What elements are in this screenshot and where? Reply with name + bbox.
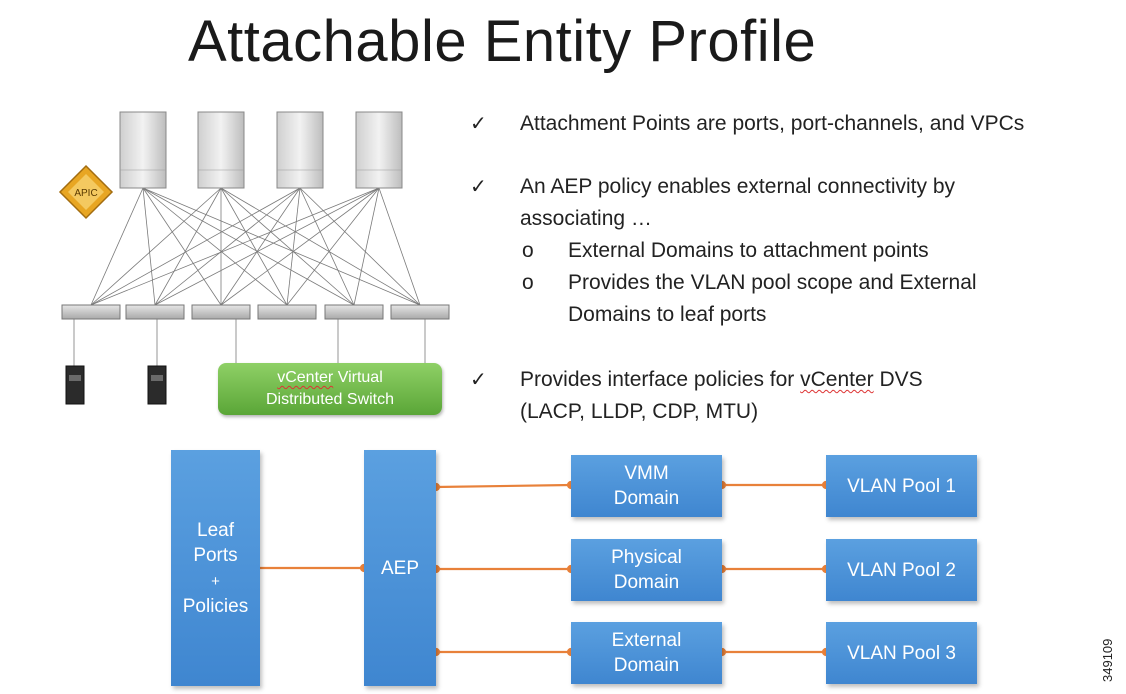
connector-aep-vmm xyxy=(435,483,572,489)
vlan-pool-label: VLAN Pool 2 xyxy=(847,559,956,581)
fabric-link xyxy=(142,187,156,306)
sub-bullet-text-cont: Domains to leaf ports xyxy=(568,303,767,326)
fabric-link xyxy=(220,187,301,306)
fabric-link xyxy=(220,187,421,306)
box-line: External xyxy=(611,630,682,651)
sub-bullet-text: Provides the VLAN pool scope and Externa… xyxy=(568,271,977,294)
box-line: Leaf xyxy=(197,519,234,541)
sub-bullet-marker: o xyxy=(522,271,534,294)
bullet-text-part: DVS xyxy=(873,368,923,391)
check-icon: ✓ xyxy=(470,369,487,391)
figure-id: 349109 xyxy=(1100,638,1115,682)
fabric-link xyxy=(90,187,380,306)
fabric-link xyxy=(220,187,380,306)
page-title: Attachable Entity Profile xyxy=(188,9,817,74)
aep-box: AEP xyxy=(364,450,436,686)
fabric-link xyxy=(378,187,421,306)
fabric-link xyxy=(154,187,222,306)
apic-controller-icon: APIC xyxy=(58,164,114,220)
check-icon: ✓ xyxy=(470,176,487,198)
leaf-switch xyxy=(125,304,185,320)
box-line: Domain xyxy=(613,572,680,593)
fabric-link xyxy=(142,187,288,306)
vmm-domain-box: VMM Domain xyxy=(571,455,722,517)
spine-switches xyxy=(119,111,403,189)
fabric-links xyxy=(90,187,421,306)
spine-switch xyxy=(197,111,245,189)
box-line: Domain xyxy=(613,488,680,509)
bullet-text: Provides interface policies for vCenter … xyxy=(520,364,923,396)
bullet-text: An AEP policy enables external connectiv… xyxy=(520,175,956,198)
vlan-pool-label: VLAN Pool 3 xyxy=(847,642,956,664)
server-icon xyxy=(65,365,85,405)
leaf-switch xyxy=(390,304,450,320)
fabric-link xyxy=(299,187,355,306)
vlan-pool-label: VLAN Pool 1 xyxy=(847,475,956,497)
vcenter-label-line2: Distributed Switch xyxy=(265,391,395,408)
leaf-switches xyxy=(61,304,450,320)
bullet-text-part: Provides interface policies for xyxy=(520,368,801,391)
server-icons xyxy=(65,365,167,405)
fabric-link xyxy=(353,187,380,306)
bullet-text-cont: associating … xyxy=(520,207,652,230)
vlan-pool-2-box: VLAN Pool 2 xyxy=(826,539,977,601)
sub-bullet-marker: o xyxy=(522,239,534,262)
fabric-topology-diagram: APIC xyxy=(58,111,450,405)
spine-switch xyxy=(276,111,324,189)
vcenter-dvs-box: vCenter Virtual Distributed Switch xyxy=(218,363,442,415)
vcenter-label-rest: Virtual xyxy=(333,369,383,386)
spine-switch xyxy=(355,111,403,189)
box-line: VMM xyxy=(624,463,669,484)
spine-switch xyxy=(119,111,167,189)
host-links xyxy=(73,319,426,366)
aep-label: AEP xyxy=(380,557,420,579)
vcenter-label: vCenter xyxy=(277,369,334,386)
bullet-text: Attachment Points are ports, port-channe… xyxy=(520,112,1025,135)
fabric-link xyxy=(142,187,421,306)
fabric-link xyxy=(154,187,301,306)
leaf-switch xyxy=(191,304,251,320)
vlan-pool-1-box: VLAN Pool 1 xyxy=(826,455,977,517)
fabric-link xyxy=(142,187,355,306)
box-line: + xyxy=(211,572,220,590)
leaf-switch xyxy=(61,304,121,320)
leaf-ports-policies-box: Leaf Ports + Policies xyxy=(171,450,260,686)
vlan-pool-3-box: VLAN Pool 3 xyxy=(826,622,977,684)
fabric-link xyxy=(90,187,222,306)
sub-bullet-text: External Domains to attachment points xyxy=(568,239,929,262)
fabric-link xyxy=(90,187,301,306)
bullet-text-part: vCenter xyxy=(800,368,874,391)
box-line: Domain xyxy=(613,655,680,676)
server-icon xyxy=(147,365,167,405)
fabric-link xyxy=(299,187,421,306)
fabric-link xyxy=(286,187,380,306)
fabric-link xyxy=(286,187,301,306)
leaf-switch xyxy=(324,304,384,320)
box-line: Policies xyxy=(182,595,249,617)
fabric-link xyxy=(154,187,380,306)
check-icon: ✓ xyxy=(470,113,487,135)
box-line: Physical xyxy=(611,547,682,568)
bullet-text-cont: (LACP, LLDP, CDP, MTU) xyxy=(520,400,759,423)
leaf-switch xyxy=(257,304,317,320)
fabric-link xyxy=(220,187,288,306)
fabric-link xyxy=(90,187,144,306)
fabric-link xyxy=(142,187,222,306)
apic-label: APIC xyxy=(74,188,97,199)
box-line: Ports xyxy=(193,544,238,566)
fabric-link xyxy=(220,187,355,306)
